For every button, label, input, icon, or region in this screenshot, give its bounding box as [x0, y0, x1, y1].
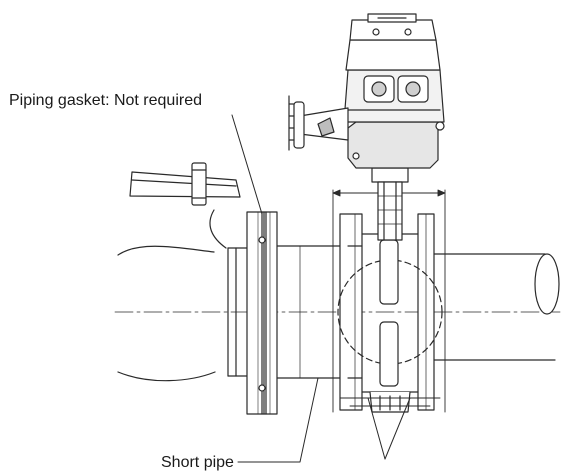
short-pipe-leader — [237, 377, 319, 463]
leader-lines — [231, 114, 411, 463]
support-bracket — [129, 162, 241, 249]
gasket-leader — [231, 114, 263, 215]
piping-gasket-label: Piping gasket: Not required — [9, 92, 202, 109]
valve-body — [337, 213, 443, 413]
short-pipe — [276, 245, 349, 379]
piping-flange — [246, 211, 278, 415]
dimension-lines — [332, 189, 446, 413]
seal-leader-left — [367, 397, 386, 460]
valve-stem — [371, 167, 409, 241]
actuator — [343, 13, 445, 169]
handwheel — [288, 95, 349, 151]
seal-leader-right — [384, 397, 411, 460]
right-pipe — [433, 253, 560, 361]
left-pipe — [117, 245, 261, 382]
short-pipe-label: Short pipe — [161, 454, 234, 471]
